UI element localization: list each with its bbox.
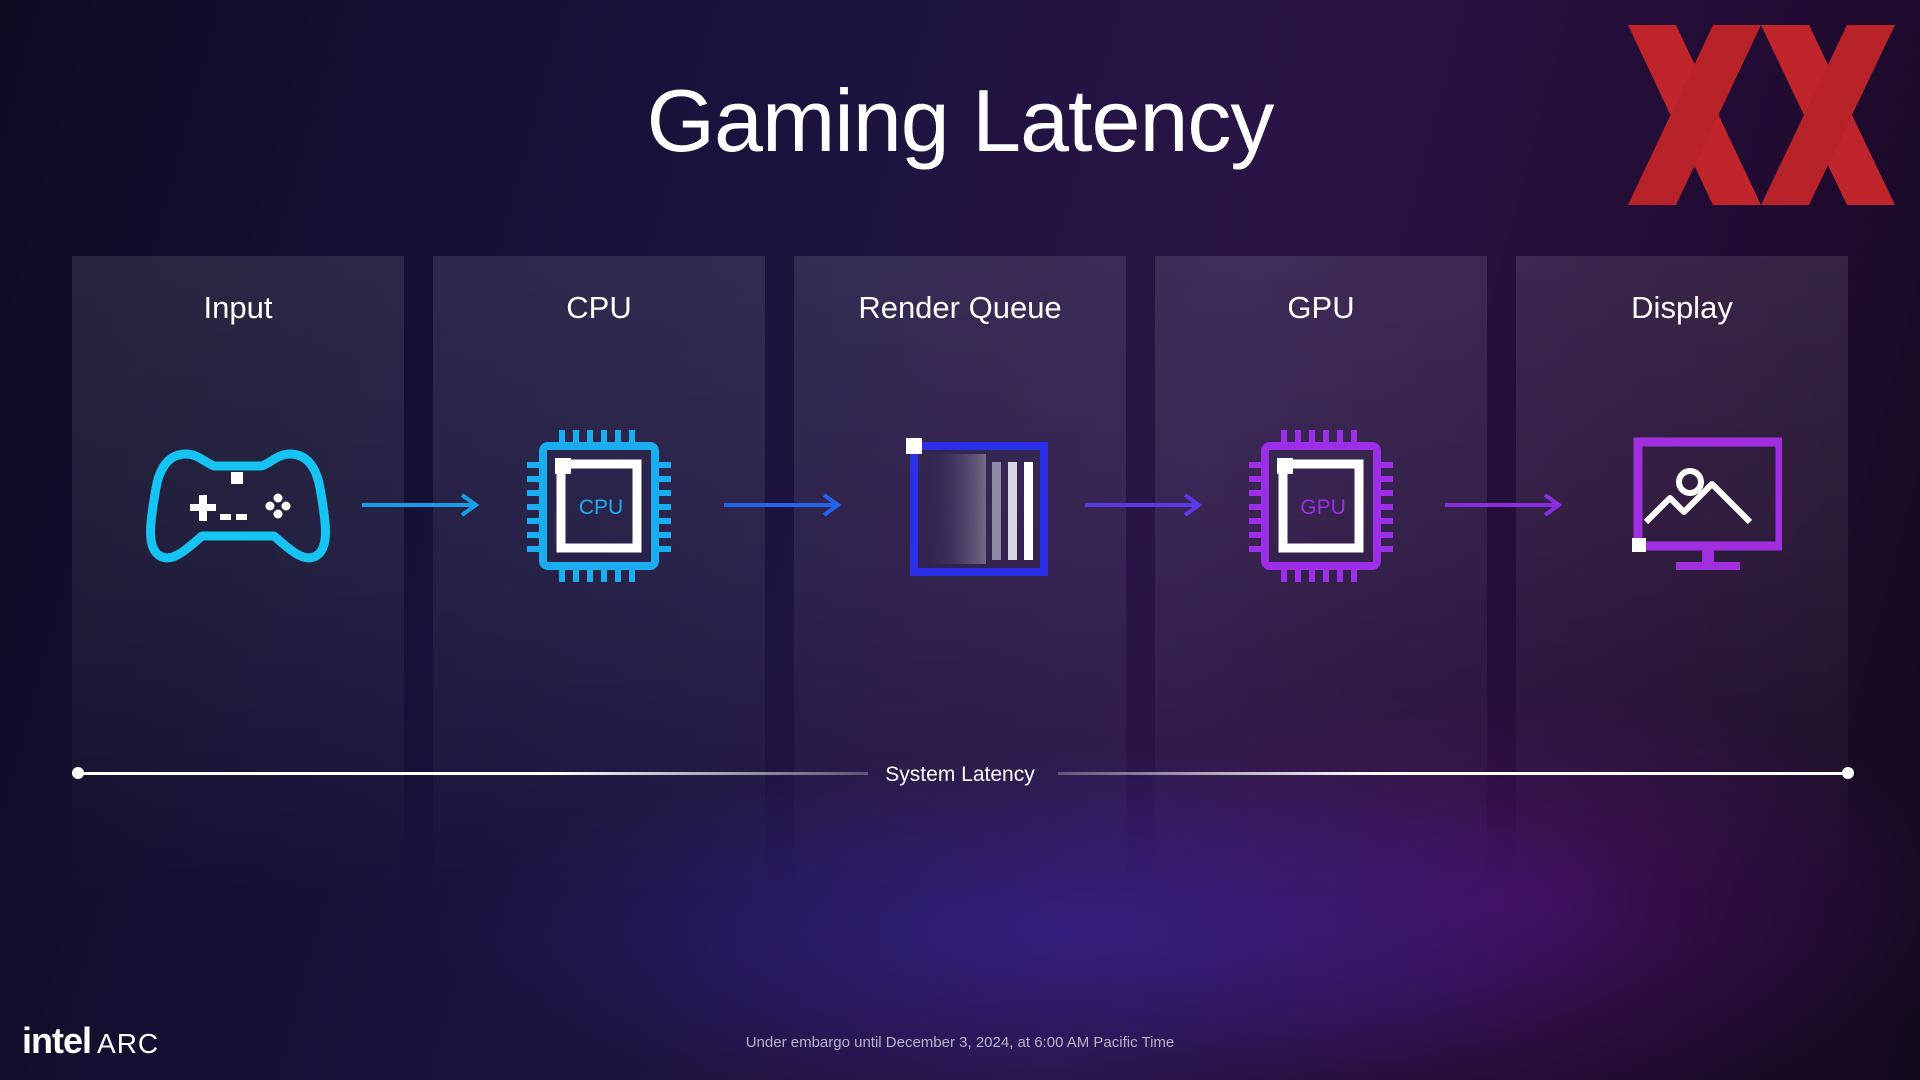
render-queue-icon: [906, 438, 1048, 576]
latency-line-left: [78, 772, 868, 775]
gpu-chip-icon: GPU: [1249, 430, 1393, 582]
stage-input: Input: [72, 256, 404, 896]
slide-title: Gaming Latency: [646, 71, 1275, 170]
stage-cpu: CPU CPU: [433, 256, 765, 896]
cpu-chip-text: CPU: [579, 496, 623, 519]
brand-intel-text: intel: [22, 1020, 92, 1061]
stage-display: Display: [1516, 256, 1848, 896]
xx-logo-icon: [1628, 25, 1895, 205]
brand-arc-text: ARC: [97, 1028, 160, 1059]
flow-arrow-input-cpu: [362, 493, 480, 517]
stage-label-input: Input: [203, 290, 273, 325]
stage-gpu: GPU GPU: [1155, 256, 1487, 896]
flow-arrow-render-queue-gpu: [1085, 493, 1203, 517]
latency-line-right: [1058, 772, 1848, 775]
gpu-chip-text: GPU: [1300, 496, 1346, 519]
stage-render-queue: Render Queue: [794, 256, 1126, 896]
latency-end-marker: [1842, 767, 1854, 779]
stage-label-render-queue: Render Queue: [858, 290, 1062, 325]
stage-label-cpu: CPU: [566, 290, 632, 325]
stage-label-display: Display: [1631, 290, 1733, 325]
display-monitor-icon: [1632, 437, 1782, 570]
flow-arrow-cpu-render-queue: [724, 493, 842, 517]
cpu-chip-icon: CPU: [527, 430, 671, 582]
gamepad-icon: [146, 449, 330, 563]
embargo-notice: Under embargo until December 3, 2024, at…: [745, 1034, 1175, 1051]
flow-arrow-gpu-display: [1445, 493, 1563, 517]
system-latency-label: System Latency: [885, 763, 1035, 786]
stage-label-gpu: GPU: [1287, 290, 1355, 325]
